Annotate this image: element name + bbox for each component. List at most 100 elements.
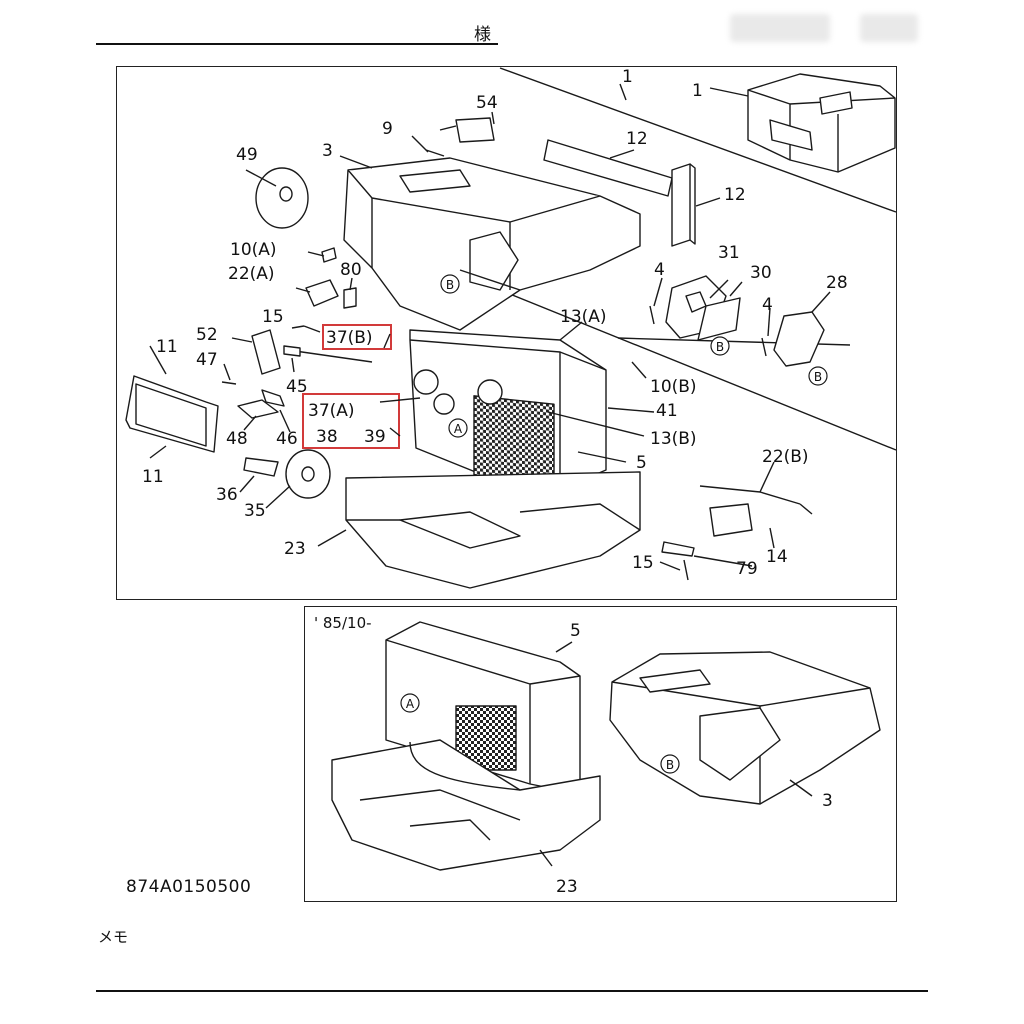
part-30	[697, 297, 741, 341]
part-label: 80	[340, 260, 362, 280]
part-label: 31	[718, 243, 740, 263]
part-label: 22(A)	[228, 264, 275, 284]
part-label: 46	[276, 429, 298, 449]
screw-4b	[761, 337, 767, 357]
part-label: 4	[762, 295, 773, 315]
part-label: 23	[556, 877, 578, 897]
part-label: 37(A)	[308, 401, 355, 421]
circle-marker-a	[400, 693, 420, 713]
blurred-header-text	[860, 14, 918, 42]
part-label: 54	[476, 93, 498, 113]
inset-diagram-panel	[304, 606, 897, 902]
screw-15b	[683, 559, 689, 581]
inset-lower-case	[331, 739, 601, 871]
evaporator-core	[409, 329, 607, 500]
part-label: 12	[626, 129, 648, 149]
screw-4a	[649, 305, 655, 325]
part-label: 48	[226, 429, 248, 449]
part-label: 23	[284, 539, 306, 559]
circle-marker-b	[710, 336, 730, 356]
part-label: 36	[216, 485, 238, 505]
marker-a: A	[406, 697, 415, 711]
part-49	[255, 167, 309, 229]
part-label: 1	[622, 67, 633, 87]
assembly-outline-line	[499, 289, 897, 451]
marker-b: B	[814, 370, 822, 384]
part-52	[251, 329, 281, 375]
part-label: 4	[654, 260, 665, 280]
bracket-80	[343, 287, 357, 309]
inset-date-label: ' 85/10-	[314, 614, 372, 632]
circle-marker-b	[808, 366, 828, 386]
blower-assembly-thumbnail	[747, 73, 896, 173]
inset-evaporator-core	[385, 621, 581, 791]
part-label: 41	[656, 401, 678, 421]
filter-11	[125, 375, 219, 453]
main-diagram-panel	[116, 66, 897, 600]
bracket-79	[661, 541, 695, 557]
upper-case	[343, 157, 641, 331]
circle-markers	[400, 274, 828, 774]
marker-b: B	[666, 758, 674, 772]
part-label: 5	[570, 621, 581, 641]
part-label: 38	[316, 427, 338, 447]
part-label: 15	[632, 553, 654, 573]
part-54	[455, 117, 495, 143]
memo-label: メモ	[98, 928, 129, 946]
screw-9	[425, 149, 445, 157]
part-label: 45	[286, 377, 308, 397]
part-label: 3	[822, 791, 833, 811]
part-label: 47	[196, 350, 218, 370]
part-28	[773, 311, 825, 367]
part-35	[285, 449, 331, 499]
part-label: 10(B)	[650, 377, 697, 397]
part-label: 22(B)	[762, 447, 809, 467]
part-label: 5	[636, 453, 647, 473]
part-label: 13(A)	[560, 307, 607, 327]
part-label: 15	[262, 307, 284, 327]
circle-marker-a	[448, 418, 468, 438]
part-label: 79	[736, 559, 758, 579]
part-36	[243, 457, 279, 477]
marker-a: A	[454, 422, 463, 436]
part-label: 3	[322, 141, 333, 161]
part-label: 37(B)	[326, 328, 373, 348]
blurred-header-text	[730, 14, 830, 42]
harness-22b	[699, 485, 801, 505]
highlight-37a-38-39	[302, 393, 400, 449]
circle-marker-b	[660, 754, 680, 774]
rod-45	[287, 349, 373, 363]
marker-b: B	[446, 278, 454, 292]
highlight-37b	[322, 324, 392, 350]
bottom-rule	[96, 990, 928, 992]
part-48	[237, 399, 279, 419]
filter-12-side	[671, 163, 691, 247]
clip-10a	[321, 247, 337, 263]
relay-22a	[305, 279, 339, 307]
screw-15	[303, 325, 321, 333]
part-label: 13(B)	[650, 429, 697, 449]
marker-b: B	[716, 340, 724, 354]
part-label: 30	[750, 263, 772, 283]
filter-12-top	[543, 139, 673, 197]
part-label: 35	[244, 501, 266, 521]
assembly-outline-line	[499, 67, 897, 213]
circle-marker-b	[440, 274, 460, 294]
part-label: 49	[236, 145, 258, 165]
part-label: 1	[692, 81, 703, 101]
inset-drain-hose	[409, 741, 521, 791]
part-46	[261, 389, 285, 407]
top-rule	[96, 43, 498, 45]
part-label: 14	[766, 547, 788, 567]
part-label: 28	[826, 273, 848, 293]
part-label: 52	[196, 325, 218, 345]
part-label: 11	[142, 467, 164, 487]
part-label: 11	[156, 337, 178, 357]
inset-upper-case	[609, 651, 881, 805]
part-label: 9	[382, 119, 393, 139]
screw-47	[221, 381, 237, 385]
diagram-code: 874A0150500	[126, 877, 252, 897]
part-label: 12	[724, 185, 746, 205]
part-label: 10(A)	[230, 240, 277, 260]
